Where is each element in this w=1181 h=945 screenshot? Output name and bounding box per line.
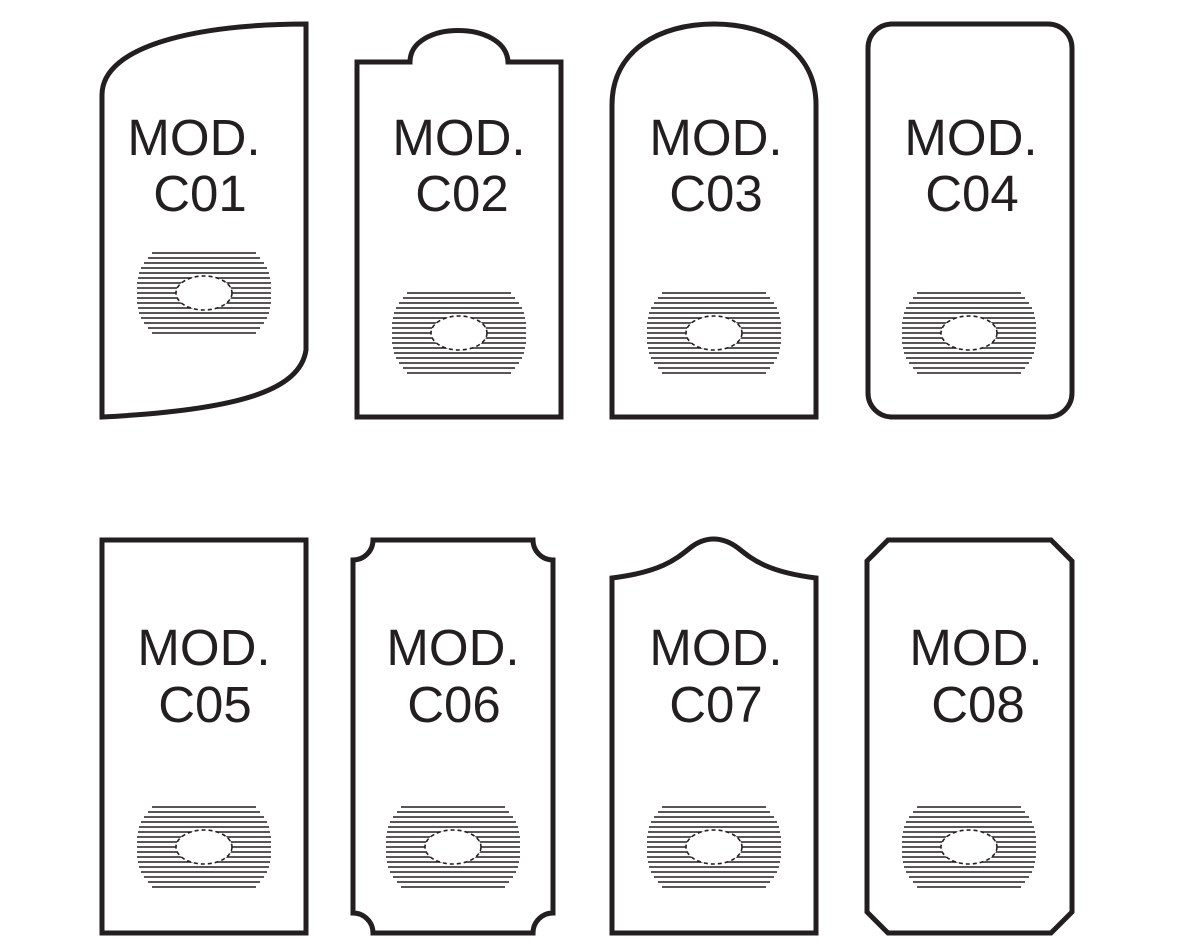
plate-c06-label-line1: MOD.	[386, 619, 519, 676]
plate-c02-outline	[354, 28, 564, 420]
plate-c07-label-line2: C07	[669, 676, 763, 733]
plate-c08-label-line1: MOD.	[909, 619, 1042, 676]
plate-c02-label-line1: MOD.	[392, 109, 525, 166]
plate-c04: MOD. C04	[865, 21, 1075, 420]
plate-c05: MOD. C05	[99, 537, 309, 936]
plate-c01-label-line2: C01	[153, 165, 247, 222]
plate-c01-label-line1: MOD.	[127, 109, 260, 166]
plate-c07-outline	[609, 536, 819, 936]
plate-c02: MOD. C02	[354, 28, 564, 420]
plate-c06-outline	[350, 537, 556, 936]
plate-c05-outline	[99, 537, 309, 936]
plate-c05-label-line2: C05	[158, 676, 252, 733]
plate-c05-label-line1: MOD.	[137, 619, 270, 676]
plate-c08-label-line2: C08	[931, 676, 1025, 733]
plate-c02-label-line2: C02	[415, 165, 509, 222]
plate-c03: MOD. C03	[609, 21, 819, 420]
plate-c08-outline	[864, 537, 1075, 936]
plate-c06-label-line2: C06	[407, 676, 501, 733]
plate-c03-label-line2: C03	[669, 165, 763, 222]
plate-c08: MOD. C08	[864, 537, 1075, 936]
plate-c06: MOD. C06	[350, 537, 556, 936]
plate-c04-label-line2: C04	[925, 165, 1019, 222]
plate-c04-label-line1: MOD.	[904, 109, 1037, 166]
plate-c07-label-line1: MOD.	[649, 619, 782, 676]
plate-c03-label-line1: MOD.	[649, 109, 782, 166]
plate-c01: MOD. C01	[99, 21, 309, 420]
plate-c07: MOD. C07	[609, 536, 819, 936]
